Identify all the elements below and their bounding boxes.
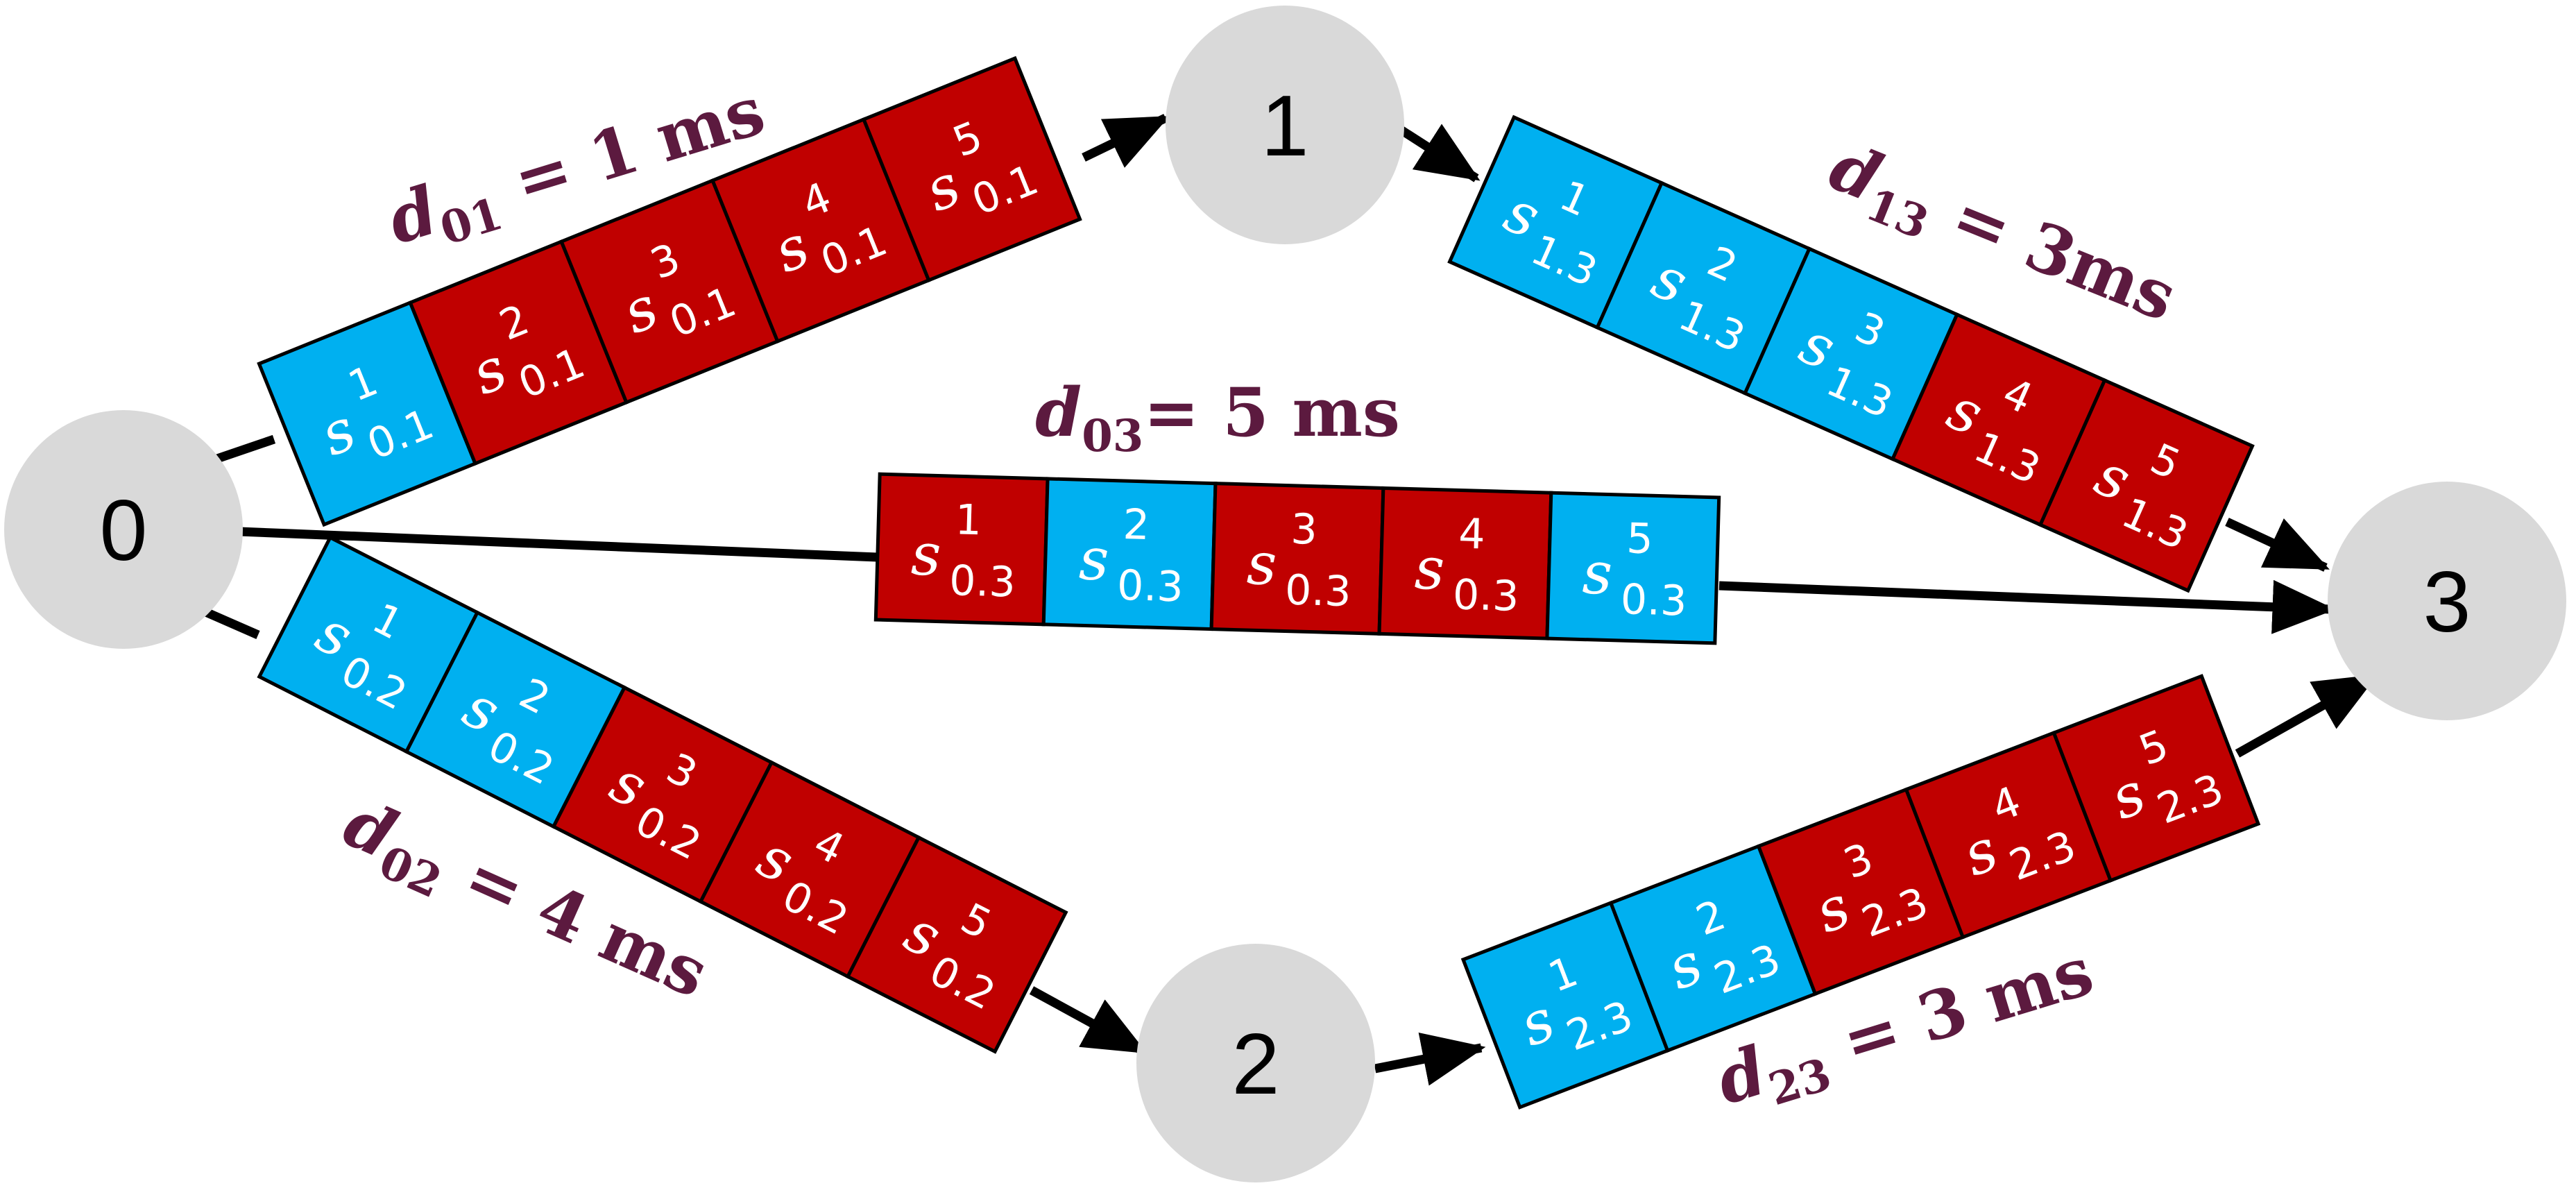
slot-superscript: 3: [1290, 505, 1318, 554]
node-3: 3: [2328, 482, 2566, 720]
node-2: 2: [1136, 944, 1375, 1182]
delay-subscript: 03: [1082, 410, 1143, 462]
edge-segment-02-1: [201, 606, 260, 639]
node-circle: [2328, 482, 2566, 720]
slot-subscript: 0.3: [1284, 566, 1351, 617]
slot-01-3: s30.1: [558, 178, 781, 405]
slot-symbol: s: [1078, 525, 1110, 593]
slot-superscript: 5: [1626, 514, 1653, 563]
slot-symbol: s: [910, 520, 942, 588]
edges-layer: [201, 114, 2378, 1086]
edge-segment-01-2: [1082, 114, 1170, 168]
slot-superscript: 2: [1123, 500, 1150, 550]
slot-box: [2052, 674, 2261, 883]
edge-segment-03-1: [239, 527, 878, 562]
slot-subscript: 0.3: [948, 557, 1016, 607]
nodes-layer: 0 1 2 3: [4, 6, 2566, 1182]
node-label: 1: [1261, 78, 1309, 174]
slot-23-5: s52.3: [2052, 674, 2261, 883]
slot-symbol: s: [1246, 529, 1278, 598]
slot-superscript: 4: [1458, 509, 1486, 559]
edge-segment-03-2: [1718, 579, 2336, 634]
slot-01-1: s10.1: [257, 300, 478, 527]
node-circle: [1136, 944, 1375, 1182]
slot-box: [845, 835, 1068, 1054]
edge-segment-02-2: [1029, 986, 1148, 1055]
node-label: 0: [100, 483, 148, 579]
edge-segment-13-2: [2225, 518, 2330, 572]
slot-23-1: s12.3: [1460, 900, 1670, 1110]
delay-var: d: [379, 171, 446, 260]
slot-superscript: 1: [955, 495, 982, 545]
slot-01-4: s40.1: [710, 117, 931, 344]
slot-23-4: s42.3: [1904, 730, 2113, 940]
slot-box: [2038, 377, 2255, 593]
slot-box: [861, 56, 1082, 283]
node-label: 2: [1232, 1017, 1280, 1112]
node-1: 1: [1166, 6, 1404, 244]
delay-var: d: [1707, 1031, 1775, 1120]
node-0: 0: [4, 410, 243, 649]
edge-segment-01-1: [213, 434, 276, 464]
slot-symbol: s: [1582, 539, 1614, 608]
slot-subscript: 0.3: [1620, 575, 1687, 626]
delay-var: d: [1035, 373, 1082, 452]
delay-value: = 3ms: [1920, 168, 2187, 337]
slot-23-2: s22.3: [1608, 844, 1818, 1053]
slot-01-5: s50.1: [861, 56, 1082, 283]
edge-segment-13-1: [1396, 124, 1481, 183]
edge-segment-23-1: [1374, 1032, 1486, 1086]
delay-label-03: d03= 5 ms: [1035, 373, 1400, 462]
node-circle: [1166, 6, 1404, 244]
node-label: 3: [2423, 554, 2471, 650]
delay-value: = 5 ms: [1143, 373, 1400, 452]
slot-subscript: 0.3: [1116, 561, 1184, 612]
slot-symbol: s: [1414, 534, 1446, 603]
slot-01-2: s20.1: [408, 239, 629, 466]
edge-segment-23-2: [2235, 672, 2378, 758]
node-circle: [4, 410, 243, 649]
slot-box: [1545, 491, 1721, 645]
slot-subscript: 0.3: [1452, 570, 1519, 621]
